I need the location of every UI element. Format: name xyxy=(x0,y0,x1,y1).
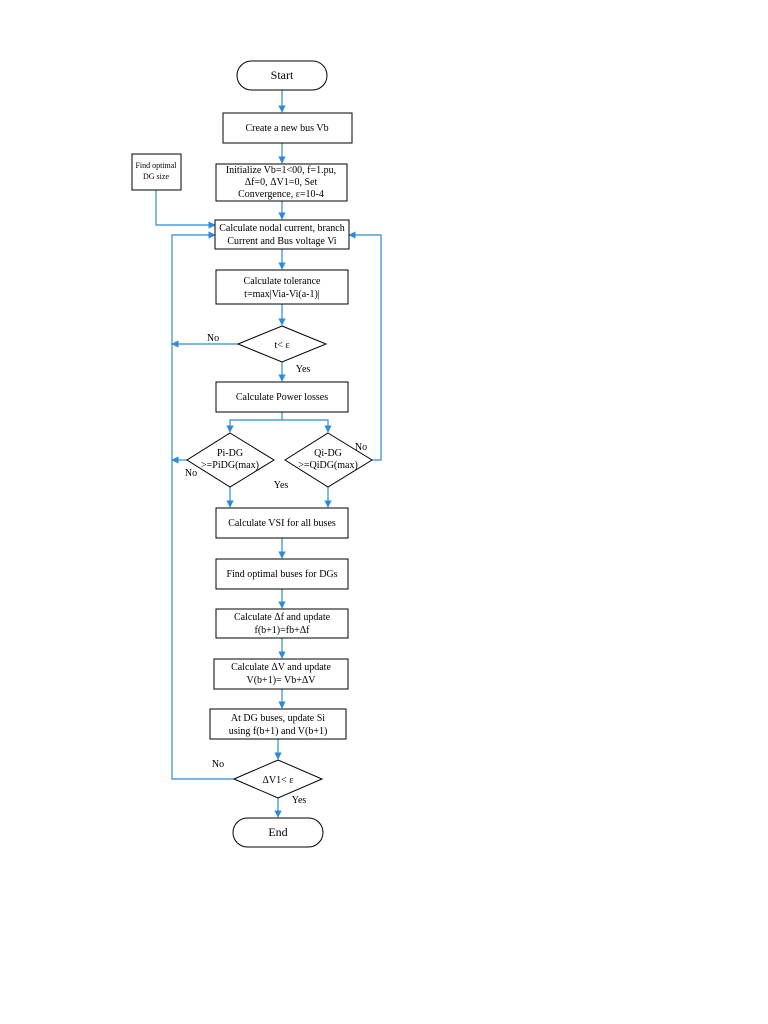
node-end-label: End xyxy=(268,825,287,839)
node-calc-vsi-label: Calculate VSI for all buses xyxy=(228,518,336,529)
node-create-bus: Create a new bus Vb xyxy=(222,112,353,144)
node-dv-check: ΔV1< ε xyxy=(232,759,324,799)
node-calc-tolerance-line-2: t=max|Via-Vi(a-1)| xyxy=(244,289,320,300)
edge-label-tol-yes: Yes xyxy=(296,364,311,375)
node-initialize-line-3: Convergence, ε=10-4 xyxy=(238,189,324,200)
node-calc-dv-line-1: Calculate ΔV and update xyxy=(231,662,331,673)
edge-dgsize-nodal xyxy=(155,190,216,229)
edge-label-pi-no: No xyxy=(185,468,197,479)
edge-qi-no xyxy=(348,231,382,461)
node-update-si: At DG buses, update Si using f(b+1) and … xyxy=(209,708,347,740)
node-pi-dg-line-2: >=PiDG(max) xyxy=(201,460,259,471)
node-initialize-line-2: Δf=0, ΔV1=0, Set xyxy=(245,177,318,188)
node-initialize: Initialize Vb=1<00, f=1.pu, Δf=0, ΔV1=0,… xyxy=(215,163,348,202)
node-update-si-line-2: using f(b+1) and V(b+1) xyxy=(229,726,328,737)
node-qi-dg-line-1: Qi-DG xyxy=(314,448,342,459)
node-calc-df-line-2: f(b+1)=fb+Δf xyxy=(255,625,311,636)
node-calc-tolerance: Calculate tolerance t=max|Via-Vi(a-1)| xyxy=(215,269,349,305)
node-find-dg-size-line-1: Find optimal xyxy=(135,161,177,170)
node-find-dg-size-line-2: DG size xyxy=(143,172,169,181)
connectors xyxy=(155,90,382,818)
node-tolerance-check-label: t< ε xyxy=(274,340,289,351)
node-dv-check-label: ΔV1< ε xyxy=(263,775,294,786)
edge-left-feedback xyxy=(171,231,234,780)
node-calc-losses-label: Calculate Power losses xyxy=(236,392,328,403)
node-calc-nodal: Calculate nodal current, branch Current … xyxy=(214,219,350,250)
edge-label-dg-yes: Yes xyxy=(274,480,289,491)
edge-label-qi-no: No xyxy=(355,442,367,453)
node-find-buses-label: Find optimal buses for DGs xyxy=(226,569,337,580)
node-tolerance-check: t< ε xyxy=(236,325,328,363)
edge-label-tol-no: No xyxy=(207,333,219,344)
node-end: End xyxy=(232,817,324,848)
edge-label-dv-yes: Yes xyxy=(292,795,307,806)
node-pi-dg-line-1: Pi-DG xyxy=(217,448,243,459)
node-calc-dv-line-2: V(b+1)= Vb+ΔV xyxy=(247,675,317,686)
node-calc-losses: Calculate Power losses xyxy=(215,381,349,413)
edge-losses-split xyxy=(226,412,283,433)
node-update-si-line-1: At DG buses, update Si xyxy=(231,713,325,724)
node-find-buses: Find optimal buses for DGs xyxy=(215,558,349,590)
edge-label-dv-no: No xyxy=(212,759,224,770)
node-start: Start xyxy=(236,60,328,91)
node-calc-dv: Calculate ΔV and update V(b+1)= Vb+ΔV xyxy=(213,658,349,690)
node-calc-vsi: Calculate VSI for all buses xyxy=(215,507,349,539)
node-calc-df-line-1: Calculate Δf and update xyxy=(234,612,331,623)
edge-losses-split-right xyxy=(282,419,332,433)
node-qi-dg-line-2: >=QiDG(max) xyxy=(298,460,358,471)
node-pi-dg: Pi-DG >=PiDG(max) xyxy=(186,432,275,488)
node-calc-df: Calculate Δf and update f(b+1)=fb+Δf xyxy=(215,608,349,639)
node-calc-nodal-line-1: Calculate nodal current, branch xyxy=(219,223,345,234)
node-start-label: Start xyxy=(271,68,294,82)
node-find-dg-size: Find optimal DG size xyxy=(131,153,182,191)
node-calc-nodal-line-2: Current and Bus voltage Vi xyxy=(227,236,336,247)
node-calc-tolerance-line-1: Calculate tolerance xyxy=(244,276,321,287)
node-qi-dg: Qi-DG >=QiDG(max) xyxy=(284,432,373,488)
node-create-bus-label: Create a new bus Vb xyxy=(245,123,328,134)
node-initialize-line-1: Initialize Vb=1<00, f=1.pu, xyxy=(226,165,336,176)
